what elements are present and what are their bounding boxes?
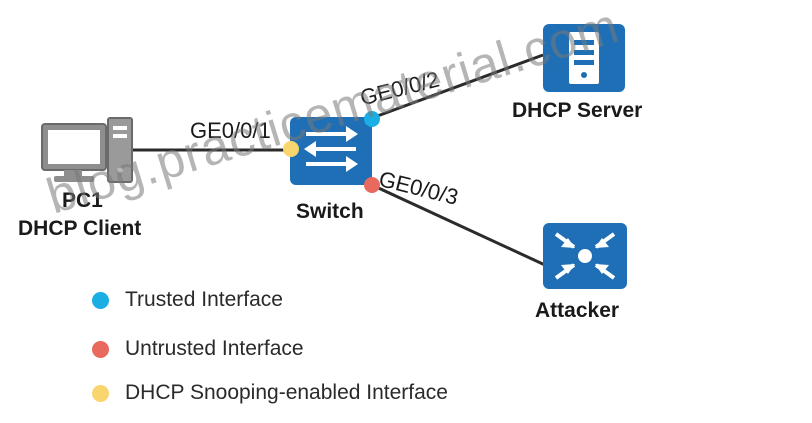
port-label-ge001: GE0/0/1	[190, 118, 271, 143]
legend-dot-untrusted	[92, 340, 109, 358]
server-name-label: DHCP Server	[512, 99, 643, 122]
attacker-icon	[543, 223, 627, 289]
switch-icon	[290, 117, 372, 185]
port-dot-ge002-trusted	[364, 111, 380, 127]
pc-icon	[41, 117, 133, 183]
port-dot-ge001-snooping	[283, 141, 299, 157]
link-switch-attacker	[371, 183, 546, 267]
port-dot-ge003-untrusted	[364, 177, 380, 193]
legend-item-trusted: Trusted Interface	[92, 287, 283, 313]
switch-name-label: Switch	[296, 200, 364, 223]
pc-role-label: DHCP Client	[18, 217, 142, 240]
legend-dot-trusted	[92, 291, 109, 309]
legend-label-snooping: DHCP Snooping-enabled Interface	[125, 381, 448, 404]
legend-item-untrusted: Untrusted Interface	[92, 336, 304, 362]
server-icon	[543, 24, 625, 92]
legend-item-snooping: DHCP Snooping-enabled Interface	[92, 380, 448, 406]
pc-name-label: PC1	[62, 189, 103, 212]
attacker-name-label: Attacker	[535, 299, 620, 322]
legend-dot-snooping	[92, 384, 109, 402]
legend-label-untrusted: Untrusted Interface	[125, 337, 304, 360]
legend-label-trusted: Trusted Interface	[125, 288, 283, 311]
link-switch-server	[371, 53, 544, 120]
